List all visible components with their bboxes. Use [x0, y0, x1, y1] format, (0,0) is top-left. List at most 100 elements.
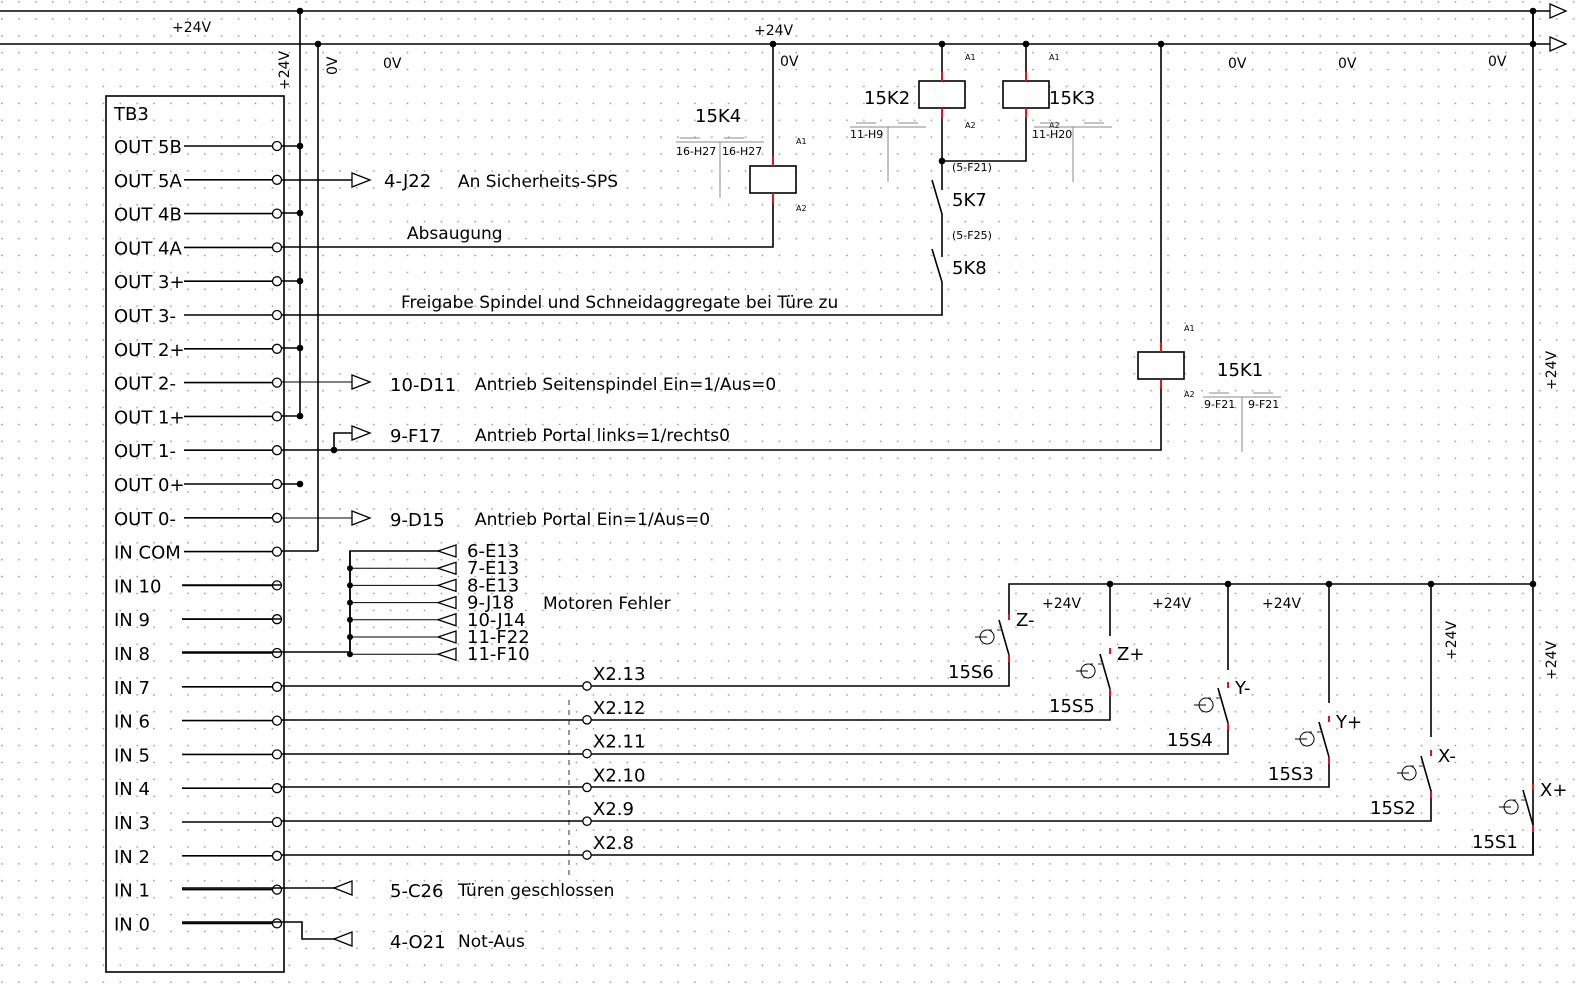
terminal-screw	[271, 208, 283, 219]
desc-in1: Türen geschlossen	[457, 881, 614, 901]
arrow-5-c26	[332, 880, 353, 896]
terminal-pin-label: IN 3	[114, 813, 150, 834]
svg-text:11-H20: 11-H20	[1032, 128, 1072, 141]
limit-switch: X-15S2	[1370, 746, 1456, 819]
arrow-in	[435, 595, 457, 610]
label-0v-c: 0V	[1228, 56, 1247, 72]
terminal-pin-label: IN 7	[114, 678, 150, 699]
label-24v-vertical: +24V	[277, 50, 293, 90]
motor-fault-row: 11-F10	[347, 644, 530, 665]
ref-out5a: 4-J22	[384, 171, 431, 192]
terminal-pin-label: IN 1	[114, 881, 150, 902]
terminal-pin-row: OUT 0-	[114, 509, 283, 530]
terminal-pin-label: IN 8	[114, 644, 150, 665]
terminal-screw	[271, 681, 283, 692]
switch-direction: Y-	[1234, 678, 1250, 699]
motor-fault-ref: 8-E13	[467, 575, 519, 596]
rail-24v-arrow	[1549, 3, 1568, 19]
terminal-pin-row: OUT 0+	[114, 475, 283, 496]
terminal-pin-label: IN 0	[114, 914, 150, 935]
terminal-screw	[271, 749, 283, 760]
coil-15k1	[1137, 351, 1185, 380]
motor-fault-row: 10-J14	[347, 610, 526, 631]
terminal-pin-label: OUT 5A	[114, 171, 183, 192]
output-wiring	[281, 142, 1162, 552]
switch-name: 15S3	[1268, 764, 1314, 785]
desc-in0: Not-Aus	[458, 932, 525, 952]
actuator-icon	[1503, 799, 1519, 815]
coil-15k3	[1002, 80, 1050, 109]
ref-in0: 4-O21	[390, 932, 446, 953]
relay-15k2-name: 15K2	[864, 88, 910, 109]
connector-label: X2.9	[593, 799, 634, 820]
connector-label: X2.12	[593, 698, 645, 719]
switch-direction: Z-	[1016, 610, 1035, 631]
terminal-pin-label: OUT 0-	[114, 509, 176, 530]
terminal-pin-row: OUT 2+	[114, 340, 283, 361]
motor-fault-ref: 10-J14	[467, 610, 526, 631]
relay-15k1: A1 A2 15K1 9-F21 9-F21	[1137, 44, 1281, 452]
motor-fault-ref: 11-F10	[467, 644, 530, 665]
terminal-pin-row: IN 8	[114, 644, 283, 665]
terminal-screw	[271, 884, 283, 895]
label-24v-right-b: +24V	[1544, 640, 1560, 680]
limit-switch: Z- 15S6	[948, 610, 1035, 683]
terminal-pin-row: OUT 1-	[114, 441, 283, 462]
arrow-in	[435, 578, 457, 593]
label-24v-top: +24V	[754, 23, 794, 39]
motor-fault-label: Motoren Fehler	[543, 594, 671, 614]
motor-fault-row: 9-J18	[347, 593, 514, 614]
actuator-icon	[1080, 663, 1096, 679]
arrow-in	[435, 647, 457, 662]
label-0v-a: 0V	[383, 56, 402, 72]
arrow-10-d11	[351, 374, 372, 390]
label-24v-s4: +24V	[1262, 596, 1302, 612]
limit-switch-bus: +24V +24V +24V +24V	[1008, 580, 1537, 737]
arrow-4-o21	[332, 931, 353, 947]
terminal-screw	[271, 242, 283, 253]
terminal-screw	[271, 140, 283, 152]
terminal-pin-label: OUT 1-	[114, 441, 176, 462]
actuator-icon	[1198, 697, 1214, 713]
terminal-pin-label: OUT 5B	[114, 137, 182, 158]
terminal-screw	[271, 411, 283, 422]
ref-out1: 9-F17	[390, 426, 441, 447]
motor-fault-row: 8-E13	[347, 575, 519, 596]
terminal-pin-label: IN COM	[114, 543, 181, 564]
connector-label: X2.10	[593, 765, 645, 786]
ref-in1: 5-C26	[390, 881, 443, 902]
coil-15k2	[918, 80, 966, 109]
arrow-in	[435, 612, 457, 627]
terminal-block-frame	[105, 95, 285, 973]
terminal-screw	[271, 512, 283, 523]
svg-text:A2: A2	[965, 121, 976, 130]
actuator-icon	[1401, 765, 1417, 781]
switch-name: 15S6	[948, 662, 994, 683]
terminal-pin-label: OUT 2-	[114, 374, 176, 395]
terminal-pin-label: IN 9	[114, 610, 150, 631]
ref-out2: 10-D11	[390, 375, 456, 396]
terminal-pin-label: OUT 1+	[114, 407, 185, 428]
terminal-pin-label: IN 5	[114, 745, 150, 766]
switch-name: 15S4	[1167, 730, 1213, 751]
arrow-in	[435, 561, 457, 576]
terminal-pin-row: IN COM	[114, 543, 283, 564]
svg-text:(5-F25): (5-F25)	[952, 229, 992, 242]
label-24v-left: +24V	[172, 20, 212, 36]
terminal-pin-label: OUT 3+	[114, 272, 185, 293]
terminal-screw	[271, 343, 283, 354]
label-24v-s5: +24V	[1152, 596, 1192, 612]
contact-5k7-name: 5K7	[952, 190, 987, 211]
svg-text:A1: A1	[1049, 53, 1060, 62]
terminal-pin-label: OUT 2+	[114, 340, 185, 361]
arrow-9-d15	[351, 510, 372, 526]
svg-text:11-H9: 11-H9	[850, 128, 883, 141]
limit-switch: Y- 15S4	[1167, 678, 1250, 751]
terminal-pin-row: IN 4	[114, 779, 283, 800]
label-24v-s6: +24V	[1042, 596, 1082, 612]
terminal-pin-label: IN 4	[114, 779, 150, 800]
terminal-pin-row: IN 7	[114, 678, 283, 699]
